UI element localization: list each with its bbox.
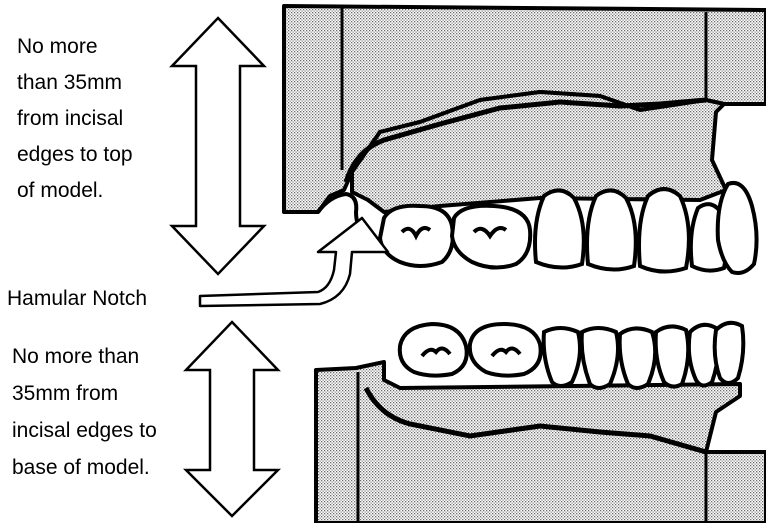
upper-molar-1: [380, 206, 453, 266]
lower-note-line-4: base of model.: [12, 453, 157, 483]
upper-premolar-2: [587, 190, 636, 269]
upper-molar-2: [452, 206, 530, 268]
lower-note-line-3: incisal edges to: [12, 416, 157, 446]
lower-note-line-1: No more than: [12, 342, 157, 372]
lower-molar-1: [400, 324, 467, 376]
lower-incisor-1: [656, 326, 689, 386]
upper-note-line-2: than 35mm: [17, 68, 133, 98]
lower-incisor-3: [715, 323, 744, 383]
lower-height-note: No more than 35mm from incisal edges to …: [12, 342, 157, 483]
upper-height-note: No more than 35mm from incisal edges to …: [17, 32, 133, 206]
upper-note-line-3: from incisal: [17, 104, 133, 134]
upper-incisor-central: [718, 183, 757, 273]
lower-model-base: [316, 362, 766, 523]
upper-note-line-1: No more: [17, 32, 133, 62]
lower-note-line-2: 35mm from: [12, 379, 157, 409]
lower-canine: [620, 328, 656, 388]
lower-model: [316, 323, 766, 523]
lower-premolar-1: [544, 328, 580, 386]
lower-premolar-2: [582, 328, 618, 388]
lower-height-arrow: [186, 322, 278, 516]
upper-premolar-1: [535, 190, 584, 267]
hamular-notch-label: Hamular Notch: [7, 284, 147, 314]
upper-canine: [639, 189, 689, 272]
upper-note-line-4: edges to top: [17, 140, 133, 170]
upper-note-line-5: of model.: [17, 176, 133, 206]
lower-molar-2: [470, 324, 541, 376]
upper-height-arrow: [172, 18, 264, 274]
